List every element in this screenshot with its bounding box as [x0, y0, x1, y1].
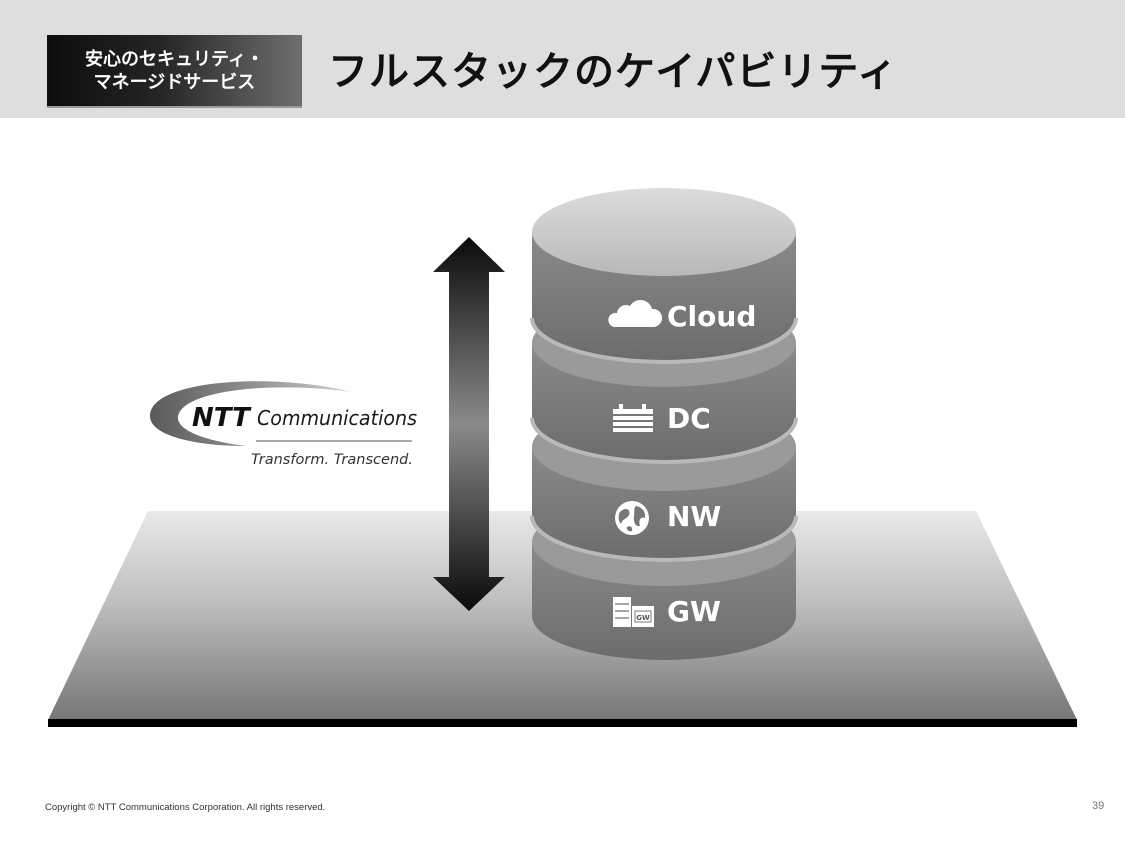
gateway-icon: GW: [613, 597, 654, 627]
vertical-double-arrow: [433, 237, 505, 611]
layer-label-nw: NW: [667, 500, 721, 533]
copyright-notice: Copyright © NTT Communications Corporati…: [45, 802, 326, 813]
badge-line-1: 安心のセキュリティ・: [85, 48, 264, 70]
layer-label-dc: DC: [667, 402, 711, 435]
badge-line-2: マネージドサービス: [93, 71, 256, 93]
page-number: 39: [1092, 800, 1105, 812]
stack-layer-cloud: [530, 188, 798, 364]
page-title: フルスタックのケイパビリティ: [328, 49, 898, 95]
layer-label-cloud: Cloud: [667, 300, 756, 333]
logo-swoosh: [150, 381, 352, 446]
layer-label-gw: GW: [667, 595, 721, 628]
gateway-icon-text: GW: [636, 614, 650, 622]
logo-ntt-text: NTT: [192, 403, 252, 433]
logo-communications-text: Communications: [257, 406, 417, 430]
header-bar: 安心のセキュリティ・ マネージドサービス フルスタックのケイパビリティ: [0, 0, 1125, 118]
datacenter-icon: [613, 404, 653, 432]
cloud-icon: [608, 300, 663, 327]
service-badge: 安心のセキュリティ・ マネージドサービス: [47, 35, 302, 108]
logo-tagline: Transform. Transcend.: [251, 452, 413, 468]
globe-icon: [615, 501, 649, 535]
ntt-communications-logo: NTT Communications Transform. Transcend.: [150, 381, 417, 468]
service-stack: GW Cloud DC NW GW: [530, 188, 798, 660]
